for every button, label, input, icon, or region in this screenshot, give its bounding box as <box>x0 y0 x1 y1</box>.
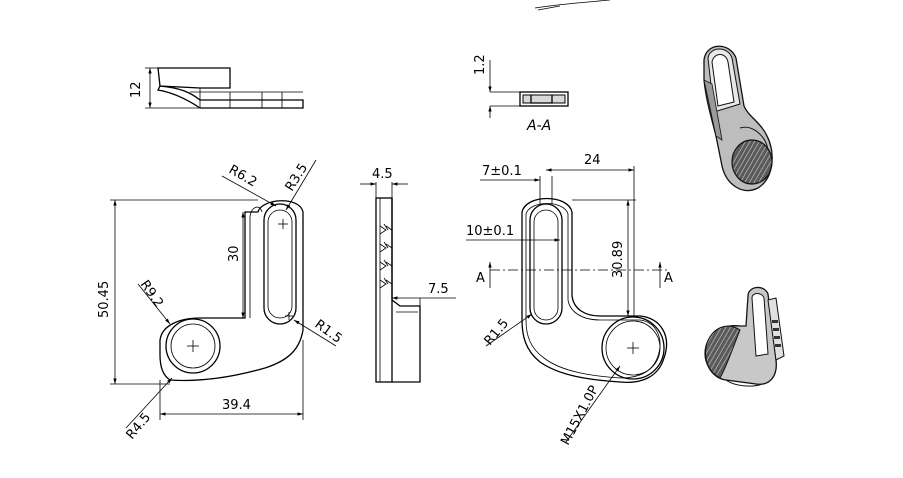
dim-slot-depth: 10±0.1 <box>466 224 514 239</box>
dim-r92: R9.2 <box>137 278 166 311</box>
dim-r62: R6.2 <box>226 162 259 190</box>
dim-overall-height: 50.45 <box>97 281 112 318</box>
dim-profile-75: 7.5 <box>428 282 449 297</box>
knurl-marks <box>379 223 393 289</box>
section-marker-right: A <box>664 271 673 286</box>
dim-r15-front: R1.5 <box>312 317 345 347</box>
section-marker-left: A <box>476 271 485 286</box>
section-label: A-A <box>526 118 551 134</box>
dim-slot-length: 30 <box>227 245 242 262</box>
dim-profile-45: 4.5 <box>372 167 393 182</box>
iso-render-top <box>703 45 773 192</box>
dim-span-24: 24 <box>584 153 601 168</box>
side-view: 12 <box>129 67 304 109</box>
dim-side-height: 12 <box>129 81 144 98</box>
section-view: 1.2 A-A <box>473 54 569 134</box>
dim-offset-3089: 30.89 <box>611 241 626 278</box>
dim-r35: R3.5 <box>283 161 311 194</box>
dim-width: 39.4 <box>222 398 251 413</box>
dim-thread: M15X1.0P <box>558 383 602 448</box>
dim-section-thickness: 1.2 <box>473 54 488 75</box>
partial-curve <box>534 0 611 9</box>
front-view: 50.45 30 R6.2 R3.5 R9.2 R1.5 R4.5 39.4 <box>97 159 345 443</box>
iso-render-bottom <box>704 286 785 387</box>
dim-slot-width: 7±0.1 <box>482 164 522 179</box>
knurl-ridges <box>772 320 781 347</box>
dim-r45: R4.5 <box>124 410 155 442</box>
dim-r15-back: R1.5 <box>482 316 513 348</box>
profile-view: 4.5 7.5 <box>360 167 456 383</box>
back-view: A A 7±0.1 24 10±0.1 30.89 R1.5 M15X1.0P <box>466 153 673 448</box>
